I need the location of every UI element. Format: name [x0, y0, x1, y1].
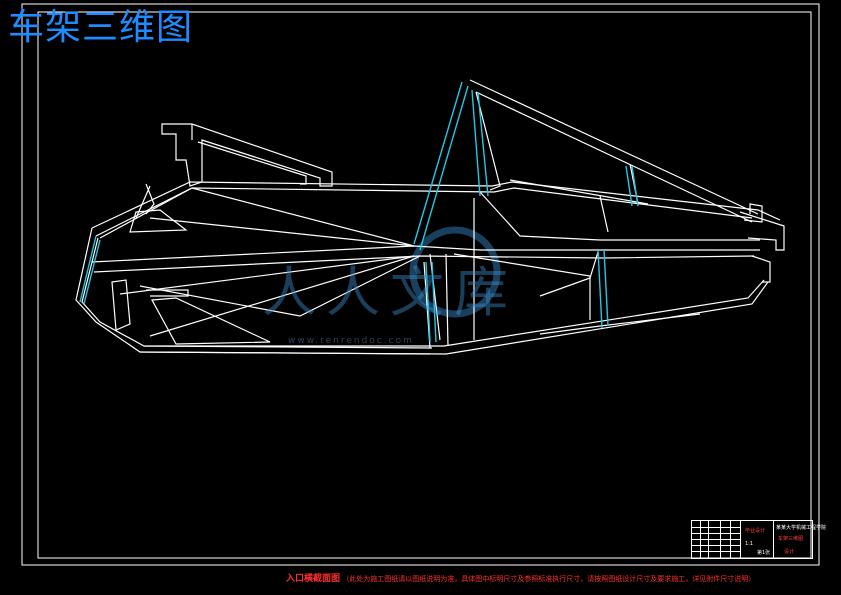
right-upper-box [473, 191, 760, 340]
top-rail-left-2 [95, 187, 753, 237]
left-inner-panel [129, 209, 188, 233]
grid-line [692, 533, 740, 534]
mid-rail-2 [93, 255, 755, 273]
left-end-post-2 [81, 237, 433, 349]
grid-line [700, 521, 701, 558]
grid-line [720, 521, 721, 558]
sheet-label: 第1张 [757, 550, 771, 556]
sign-label: 设计 [784, 549, 795, 555]
grid-line [692, 545, 740, 546]
rear-triangle-inner [475, 91, 649, 205]
cyan-mid-post [597, 249, 609, 329]
red-note: 入口横截面图 （此处为施工图纸请以图纸说明为准，具体图中标明尺寸及参照标准执行尺… [286, 574, 755, 584]
cross-diagonal-1 [99, 187, 415, 247]
grid-line [692, 551, 740, 552]
rear-vertical [599, 163, 639, 233]
cyan-front-post [413, 81, 489, 251]
watermark-circle [409, 226, 501, 318]
inner-border [37, 11, 812, 559]
cross-diagonal-2 [119, 255, 421, 337]
left-lower-plate [151, 297, 271, 345]
mid-rail [91, 245, 760, 263]
cyan-edges [79, 81, 639, 343]
left-top-handle [161, 123, 333, 187]
scale-label: 1:1 [745, 541, 754, 547]
grid-line [692, 539, 740, 540]
outer-border [21, 3, 820, 566]
right-end-clamp [739, 211, 785, 251]
school-label: 毕业设计 [745, 528, 766, 534]
cyan-lower-post [425, 261, 437, 343]
left-top-handle-inner [191, 124, 307, 185]
watermark-url: www.renrendoc.com [288, 336, 414, 346]
grid-line [692, 527, 740, 528]
right-lower-hook [751, 255, 771, 283]
title-block-middle: 毕业设计 1:1 第1张 [741, 521, 774, 558]
grid-line [730, 521, 731, 558]
cyan-left-edge [79, 235, 101, 305]
rear-triangle-top [469, 79, 759, 223]
drawing-name-label: 车架三维图 [778, 536, 804, 542]
grid-line [708, 521, 709, 558]
org-label: 某某大学机械工程学院 [776, 525, 827, 531]
left-fork [135, 183, 155, 219]
page-title: 车架三维图 [8, 7, 194, 48]
red-note-lead: 入口横截面图 [286, 574, 341, 584]
right-end-clamp-2 [743, 203, 763, 223]
title-block: 毕业设计 1:1 第1张 某某大学机械工程学院 车架三维图 设计 [691, 520, 826, 559]
bottom-rail [139, 281, 769, 355]
middle-cross-2 [453, 253, 591, 320]
red-note-text: （此处为施工图纸请以图纸说明为准，具体图中标明尺寸及参照标准执行尺寸，请按照图纸… [342, 575, 756, 583]
cyan-rear-post [625, 165, 639, 207]
bottom-rail-2 [144, 279, 765, 347]
right-lower-box [539, 251, 701, 335]
title-block-grid [692, 521, 741, 558]
left-lower-bracket [111, 279, 189, 331]
watermark-text: 人人文库 [262, 261, 518, 324]
title-block-right: 某某大学机械工程学院 车架三维图 设计 [774, 521, 826, 558]
